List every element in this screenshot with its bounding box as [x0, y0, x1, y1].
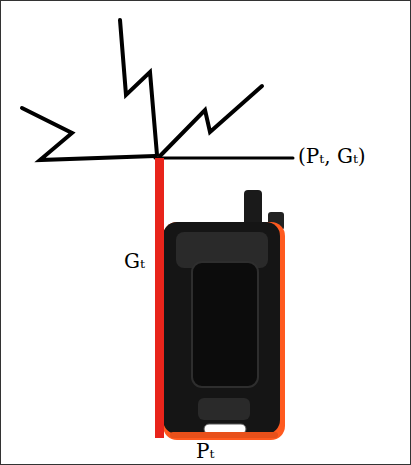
- radio-waves: [22, 20, 293, 160]
- wave-right: [160, 86, 262, 156]
- wave-left: [22, 108, 155, 160]
- bottom-accent: [170, 432, 278, 438]
- body: [163, 222, 280, 434]
- antenna-parameters-label: (Pₜ, Gₜ): [298, 145, 366, 167]
- belt-clip: [192, 262, 258, 387]
- radio-body: [163, 190, 285, 440]
- wave-middle: [120, 20, 157, 155]
- body-accent: [163, 222, 285, 440]
- antenna: [155, 158, 164, 438]
- transmit-power-label: Pₜ: [196, 440, 214, 462]
- lower-panel: [198, 398, 250, 420]
- leader-line: [155, 157, 293, 160]
- antenna-gain-label: Gₜ: [124, 250, 145, 272]
